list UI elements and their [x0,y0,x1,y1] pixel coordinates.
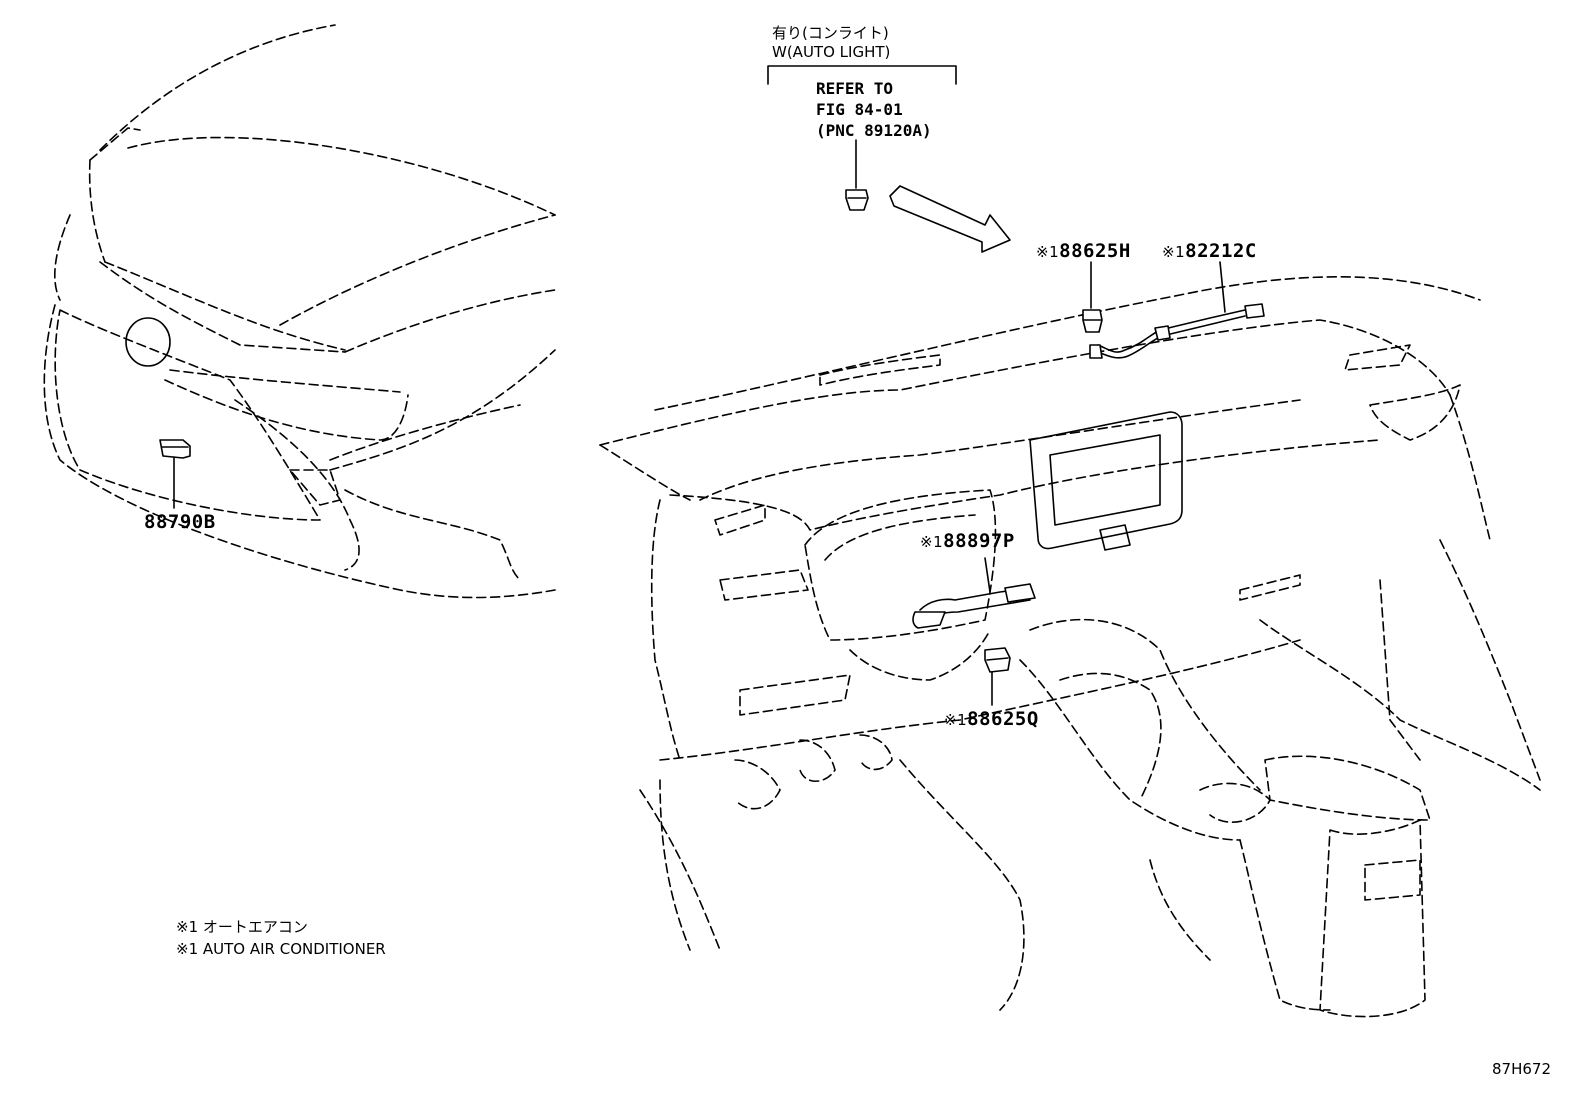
part-label-88897p[interactable]: ※188897P [920,530,1015,552]
part-label-88790b[interactable]: 88790B [144,511,216,533]
dash-top-back [655,277,1480,410]
pedal-1 [735,760,780,809]
cluster-hood [805,490,995,640]
hood-crease [90,128,140,160]
vehicle-front-illustration [44,25,555,598]
fender-line-lower [345,290,555,352]
windshield-base [105,262,345,350]
part-mark: ※1 [1036,243,1060,261]
glovebox [1240,575,1300,600]
pedal-2 [800,740,835,781]
part-label-88625q[interactable]: ※188625Q [944,708,1039,730]
instrument-panel-illustration [600,277,1540,1017]
footnote-en: ※1 AUTO AIR CONDITIONER [176,940,386,958]
lower-dash [660,640,1300,760]
console-front [1150,860,1210,960]
left-vent [715,505,765,535]
floor-line [900,760,1024,1010]
right-vent-2 [1370,385,1460,440]
auto-light-sensor-part [846,190,868,210]
bumper-lower-right [345,490,520,580]
dash-left-end [600,445,690,500]
ambient-sensor-part [160,440,190,508]
reference-text-line2: FIG 84-01 [816,100,903,119]
shifter-tray [1060,673,1161,800]
room-temp-sensor-part [985,648,1010,705]
illustration-code: 87H672 [1492,1060,1551,1078]
headlight-inner-2 [330,350,555,470]
part-mark: ※1 [944,711,968,729]
cabin-temp-sensor-part [1083,262,1102,332]
reference-header-jp: 有り(コンライト) [772,24,889,42]
hood-outline-upper [100,25,335,150]
hood-outline-lower [128,138,555,215]
grille-outline [55,310,320,520]
console-rear [1320,820,1425,1017]
reference-header-en: W(AUTO LIGHT) [772,43,891,61]
footnote-jp: ※1 オートエアコン [176,918,308,936]
part-number: 88897P [943,530,1015,552]
passenger-floor [1260,620,1540,790]
reference-bracket [768,66,956,210]
knee-bolster [740,675,850,715]
left-vent-lower [720,570,808,600]
pedal-3 [860,735,892,769]
bumper-outline [44,305,555,598]
part-number: 88790B [144,511,216,533]
part-mark: ※1 [920,533,944,551]
dash-top-front [600,320,1450,445]
center-stack [1030,620,1260,790]
left-panel-outline [652,500,680,760]
headlight-bottom [165,380,408,440]
headlight-inner [330,405,520,460]
headlight-top [170,370,400,392]
aspirator-hose-part [913,558,1035,628]
reference-text-line3: (PNC 89120A) [816,121,932,140]
hood-front-left [55,215,70,300]
cluster-inner [825,515,975,560]
right-kick-panel [1440,540,1540,780]
part-number: 82212C [1185,240,1257,262]
steering-column-area [850,630,990,680]
direction-arrow [890,186,1010,252]
hood-edge-left [90,160,105,262]
part-label-88625h[interactable]: ※188625H [1036,240,1131,262]
rear-vent [1365,860,1420,900]
fog-area [290,470,340,505]
console-side [1240,840,1330,1010]
dash-right-end [1450,395,1490,540]
part-number: 88625H [1059,240,1131,262]
seat-left [640,790,720,950]
reference-text-line1: REFER TO [816,79,894,98]
part-mark: ※1 [1162,243,1186,261]
center-console-left [1020,660,1240,840]
center-display [1030,412,1182,550]
right-vent [1345,345,1410,370]
part-number: 88625Q [967,708,1039,730]
dash-mid-line [670,440,1380,530]
armrest [1265,756,1430,820]
lower-grille [235,400,359,570]
dash-upper-surface [700,400,1300,500]
fender-line [280,215,555,325]
floor-left [660,780,690,950]
solar-harness-part [1090,262,1264,358]
emblem [126,318,170,366]
grille-upper-line [100,262,345,352]
defroster-vent [820,355,940,385]
part-label-82212c[interactable]: ※182212C [1162,240,1257,262]
passenger-side-panel [1380,580,1420,760]
